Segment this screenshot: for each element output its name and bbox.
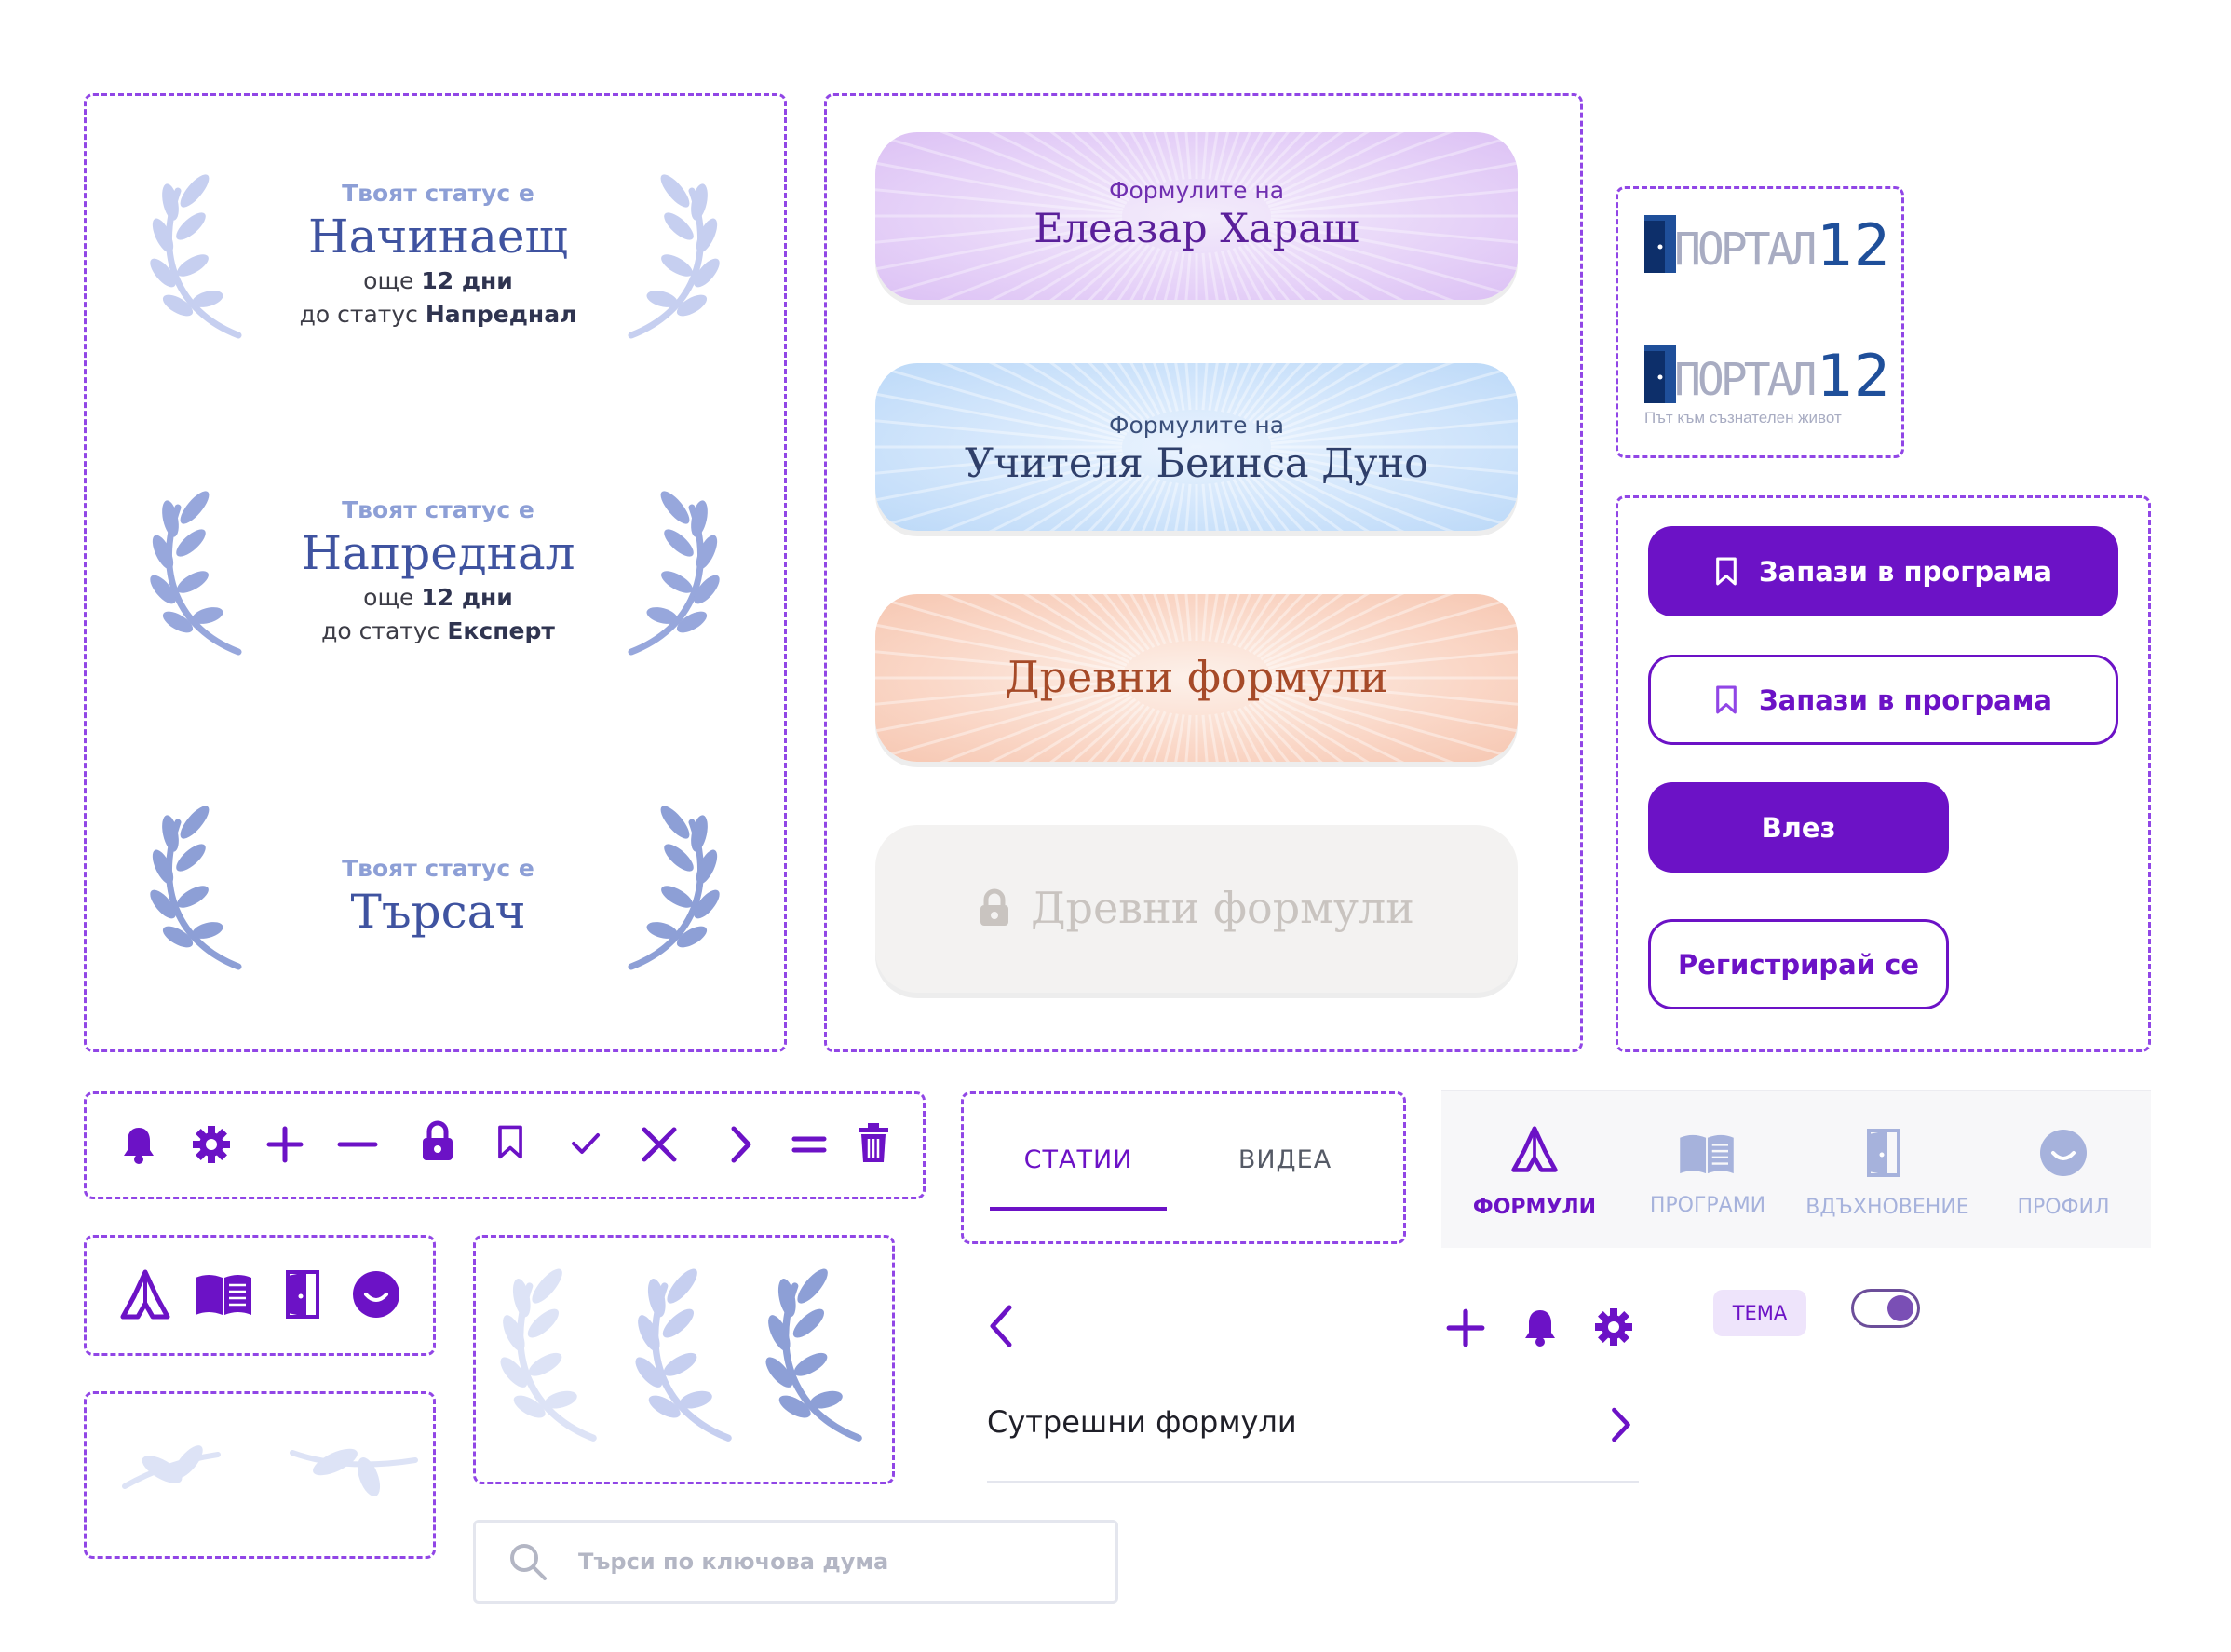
tab-videos[interactable]: ВИДЕА xyxy=(1237,1145,1332,1174)
bookmark-icon xyxy=(1716,557,1737,585)
bottom-nav: ФОРМУЛИ ПРОГРАМИ ВДЪХНОВЕНИЕ ПРОФИЛ xyxy=(1441,1090,2151,1248)
search-input[interactable] xyxy=(576,1548,1064,1576)
logo-panel: ПОРТАЛ 12 ПОРТАЛ 12 Път към съзнателен ж… xyxy=(1616,186,1904,458)
praying-hands-icon xyxy=(1511,1126,1558,1172)
save-to-program-button[interactable]: Запази в програма xyxy=(1648,526,2118,616)
door-icon xyxy=(1867,1129,1900,1177)
laurel-variants-panel xyxy=(473,1235,895,1484)
bell-icon[interactable] xyxy=(1522,1307,1558,1347)
save-to-program-outline-button[interactable]: Запази в програма xyxy=(1648,655,2118,745)
nav-item-programs[interactable]: ПРОГРАМИ xyxy=(1649,1194,1766,1217)
theme-badge: ТЕМА xyxy=(1713,1290,1806,1336)
status-card-beginner: Твоят статус е Начинаещ още 12 дни до ст… xyxy=(87,180,790,332)
lock-icon xyxy=(980,888,1009,926)
equals-icon[interactable] xyxy=(791,1131,827,1158)
tab-underline xyxy=(990,1207,1167,1211)
minus-icon[interactable] xyxy=(337,1125,378,1164)
praying-hands-icon xyxy=(120,1269,170,1320)
logo-portal12-tagline: ПОРТАЛ 12 Път към съзнателен живот xyxy=(1644,345,1890,427)
laurel-light-icon xyxy=(498,1266,610,1453)
status-panel: Твоят статус е Начинаещ още 12 дни до ст… xyxy=(84,93,787,1052)
formula-card-ancient-locked: Древни формули xyxy=(875,825,1518,993)
book-icon xyxy=(196,1275,251,1315)
formula-card-harash[interactable]: Формулите на Елеазар Хараш xyxy=(875,132,1518,300)
rays-pattern xyxy=(875,132,1518,300)
door-logo-icon xyxy=(1644,345,1676,403)
formula-cards-panel xyxy=(824,93,1583,1052)
bell-icon[interactable] xyxy=(121,1125,156,1164)
status-remaining: още 12 дни xyxy=(363,584,513,611)
search-bar[interactable] xyxy=(473,1520,1118,1604)
bookmark-icon xyxy=(1716,685,1737,713)
formula-card-title: Учителя Беинса Дуно xyxy=(964,440,1429,487)
formula-card-title: Елеазар Хараш xyxy=(1034,206,1359,252)
logo-portal12: ПОРТАЛ 12 xyxy=(1644,211,1891,279)
rays-pattern xyxy=(875,363,1518,531)
status-lead: Твоят статус е xyxy=(342,180,534,207)
logo-tagline: Път към съзнателен живот xyxy=(1644,409,1842,427)
tab-articles[interactable]: СТАТИИ xyxy=(1023,1145,1133,1174)
logo-text: ПОРТАЛ xyxy=(1674,354,1817,406)
list-item[interactable]: Сутрешни формули xyxy=(987,1397,1639,1483)
nav-item-profile[interactable]: ПРОФИЛ xyxy=(2017,1196,2110,1219)
status-lead: Твоят статус е xyxy=(342,496,534,523)
register-button[interactable]: Регистрирай се xyxy=(1648,919,1949,1009)
trash-icon[interactable] xyxy=(857,1121,890,1164)
logo-number: 12 xyxy=(1817,342,1891,410)
nav-item-inspiration[interactable]: ВДЪХНОВЕНИЕ xyxy=(1805,1196,1969,1219)
icon-row xyxy=(84,1091,926,1199)
status-card-seeker: Твоят статус е Търсач xyxy=(87,855,790,940)
back-chevron-icon[interactable] xyxy=(987,1304,1015,1348)
leaf-branch-icon xyxy=(122,1445,221,1489)
status-lead: Твоят статус е xyxy=(342,855,534,882)
search-icon xyxy=(510,1544,547,1580)
book-icon xyxy=(1680,1134,1734,1174)
icon-row-panel xyxy=(84,1091,926,1199)
status-title: Търсач xyxy=(350,885,526,939)
formula-card-title: Древни формули xyxy=(1031,883,1414,933)
rays-pattern xyxy=(875,594,1518,762)
smiley-icon xyxy=(353,1271,399,1318)
status-next: до статус Напреднал xyxy=(299,301,577,328)
gear-icon[interactable] xyxy=(192,1125,231,1164)
laurel-medium-icon xyxy=(633,1266,745,1453)
formula-card-ancient[interactable]: Древни формули xyxy=(875,594,1518,762)
status-title: Напреднал xyxy=(301,526,575,580)
formula-card-deunov[interactable]: Формулите на Учителя Беинса Дуно xyxy=(875,363,1518,531)
list-item-label: Сутрешни формули xyxy=(987,1404,1297,1440)
logo-number: 12 xyxy=(1817,211,1891,279)
check-icon[interactable] xyxy=(570,1131,602,1157)
nav-item-formulas[interactable]: ФОРМУЛИ xyxy=(1472,1196,1597,1219)
plus-icon[interactable] xyxy=(1445,1307,1486,1348)
logo-text: ПОРТАЛ xyxy=(1674,223,1817,276)
bookmark-icon[interactable] xyxy=(496,1125,524,1160)
door-logo-icon xyxy=(1644,215,1676,273)
gear-icon[interactable] xyxy=(1594,1307,1633,1347)
buttons-panel xyxy=(1616,495,2151,1052)
status-title: Начинаещ xyxy=(307,210,568,264)
login-button[interactable]: Влез xyxy=(1648,782,1949,873)
theme-toggle[interactable] xyxy=(1851,1289,1920,1328)
status-card-advanced: Твоят статус е Напреднал още 12 дни до с… xyxy=(87,496,790,648)
status-next: до статус Експерт xyxy=(321,617,555,644)
nav-icons-panel xyxy=(84,1235,436,1356)
formula-card-sub: Формулите на xyxy=(1108,412,1285,439)
formula-card-sub: Формулите на xyxy=(1108,177,1285,204)
chevron-right-icon xyxy=(1612,1407,1630,1442)
plus-icon[interactable] xyxy=(265,1125,304,1164)
status-remaining: още 12 дни xyxy=(363,267,513,294)
door-icon xyxy=(286,1270,319,1319)
tabs-panel xyxy=(961,1091,1406,1244)
lock-icon[interactable] xyxy=(421,1119,454,1162)
laurel-dark-icon xyxy=(764,1266,875,1453)
formula-card-title: Древни формули xyxy=(1005,652,1388,702)
toggle-knob xyxy=(1887,1295,1913,1321)
smiley-icon xyxy=(2040,1130,2087,1176)
chevron-right-icon[interactable] xyxy=(726,1125,754,1164)
close-icon[interactable] xyxy=(640,1125,679,1164)
leaves-panel xyxy=(84,1391,436,1559)
leaf-branch-icon xyxy=(290,1448,418,1496)
